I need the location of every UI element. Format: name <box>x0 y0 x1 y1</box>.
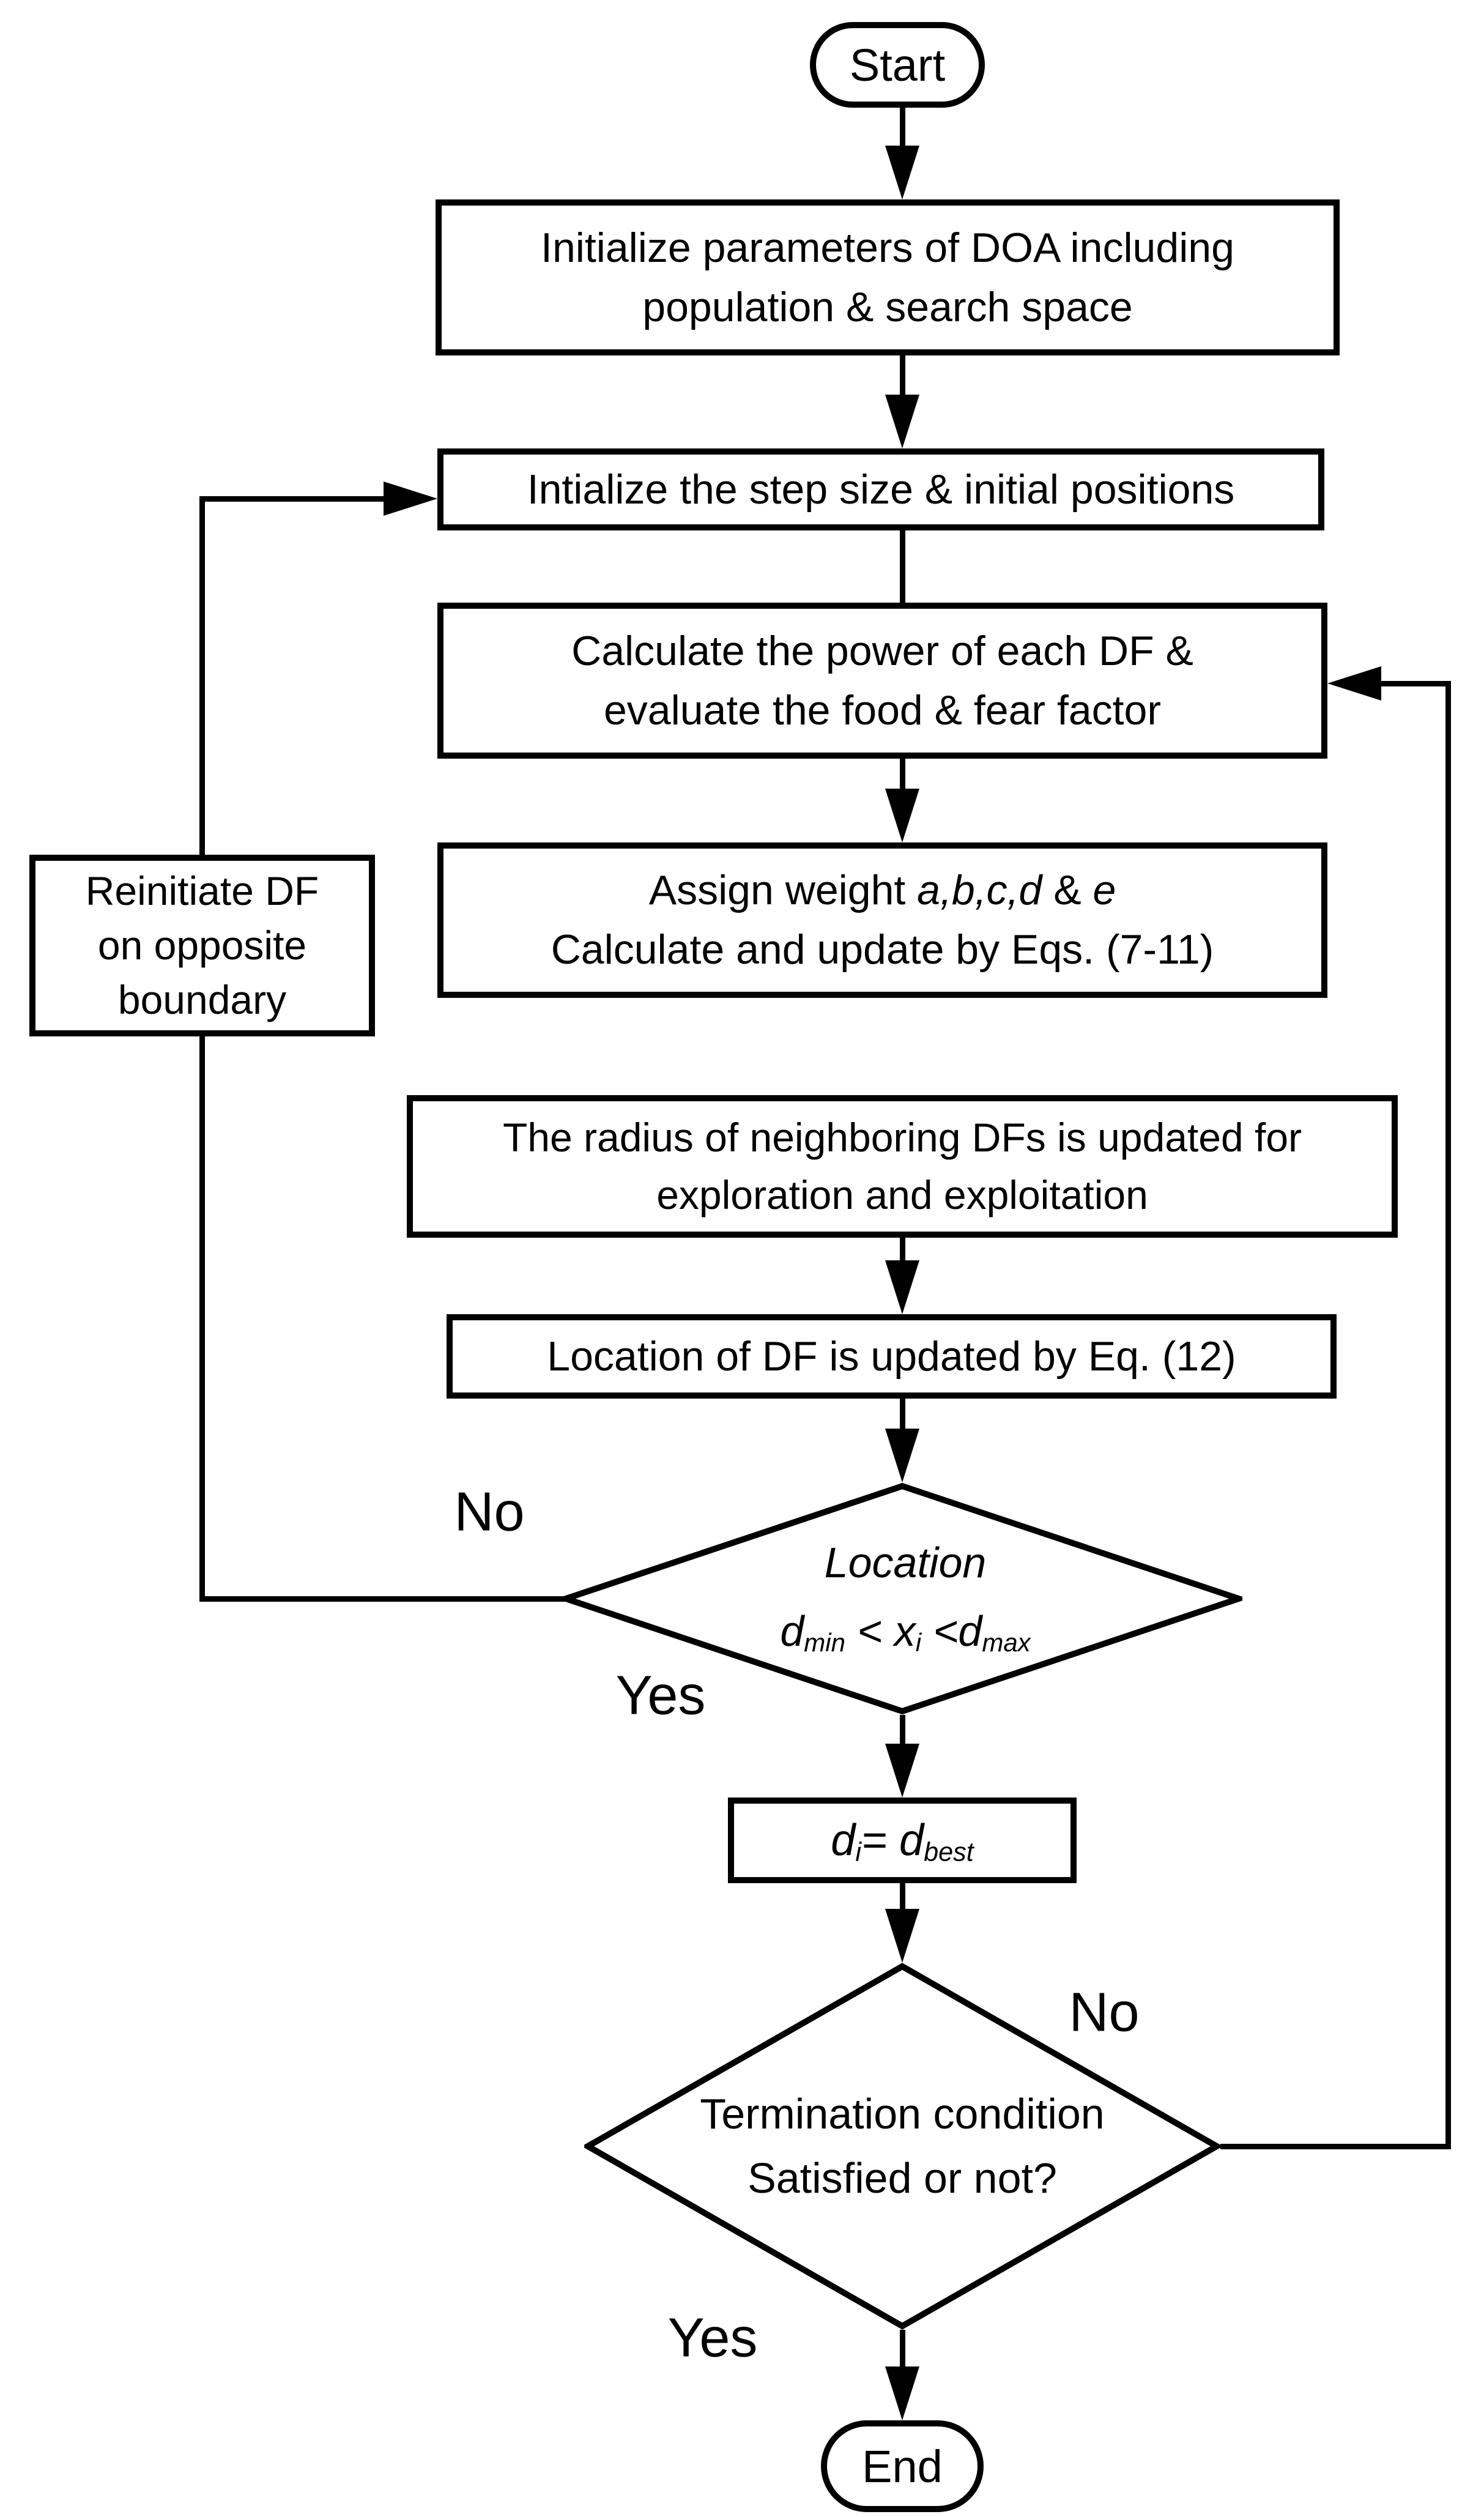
process-line: on opposite <box>97 922 307 968</box>
arrowhead-end-icon <box>885 2366 919 2420</box>
process-initialize-step-size: Intialize the step size & initial positi… <box>437 448 1324 530</box>
arrowhead-init-step-left-icon <box>384 481 437 516</box>
edge-boundary-no-vertical <box>199 496 205 1602</box>
end-node: End <box>821 2420 984 2512</box>
process-line: Calculate the power of each DF & <box>571 627 1193 674</box>
edge-location-check-yes <box>900 1715 905 1758</box>
assign-weight-var-e: e <box>1093 867 1116 914</box>
process-line: Initialize parameters of DOA including <box>541 224 1234 271</box>
decision-termination-text: Termination condition Satisfied or not? <box>645 2061 1159 2232</box>
label-boundary-no: No <box>454 1481 525 1543</box>
edge-start-to-init-params <box>900 108 905 157</box>
process-assign-weight: Assign weight a,b,c,d & e Calculate and … <box>437 842 1327 998</box>
start-node: Start <box>810 22 985 108</box>
edge-init-params-to-init-step <box>900 355 905 404</box>
label-boundary-yes: Yes <box>615 1665 706 1727</box>
decision-location-formula: dmin < xi <dmax <box>780 1607 1031 1657</box>
arrowhead-init-params-icon <box>885 146 919 199</box>
process-line: Assign weight a,b,c,d & e <box>649 861 1116 920</box>
edge-assign-best-to-termination <box>900 1883 905 1920</box>
process-line: population & search space <box>642 283 1133 330</box>
label-termination-no: No <box>1069 1982 1140 2043</box>
edge-termination-yes <box>900 2330 905 2379</box>
arrowhead-assign-best-icon <box>885 1744 919 1798</box>
assign-best-formula: di= dbest <box>831 1815 974 1867</box>
arrowhead-calc-power-right-icon <box>1327 666 1381 701</box>
process-reinitiate-df: Reinitiate DF on opposite boundary <box>29 855 375 1036</box>
arrowhead-init-step-icon <box>885 395 919 448</box>
assign-weight-amp: & <box>1042 867 1093 914</box>
edge-calc-power-to-assign-weight <box>900 759 905 801</box>
process-radius-update: The radius of neighboring DFs is updated… <box>407 1095 1398 1238</box>
arrowhead-location-update-icon <box>885 1260 919 1314</box>
process-location-update: Location of DF is updated by Eq. (12) <box>447 1314 1337 1399</box>
decision-location-text: Location dmin < xi <dmax <box>648 1517 1162 1676</box>
label-termination-yes: Yes <box>667 2307 758 2369</box>
process-line: boundary <box>117 977 287 1023</box>
edge-init-step-to-calc-power <box>900 530 905 603</box>
edge-location-update-to-location-check <box>900 1399 905 1441</box>
edge-boundary-no-horizontal <box>199 1596 566 1602</box>
process-line: Calculate and update by Eqs. (7-11) <box>551 926 1214 973</box>
decision-location-diamond <box>562 1482 1242 1715</box>
process-line: Location of DF is updated by Eq. (12) <box>547 1333 1236 1380</box>
arrowhead-location-check-icon <box>885 1429 919 1482</box>
edge-termination-no-vertical <box>1445 681 1451 2149</box>
decision-termination-line: Termination condition <box>700 2090 1105 2138</box>
assign-weight-vars: a,b,c,d <box>917 867 1042 914</box>
process-line: evaluate the food & fear factor <box>603 686 1162 734</box>
edge-radius-to-location-update <box>900 1238 905 1271</box>
process-line: exploration and exploitation <box>656 1172 1148 1218</box>
start-label: Start <box>849 39 946 91</box>
decision-termination-line: Satisfied or not? <box>748 2154 1057 2202</box>
end-label: End <box>862 2441 943 2492</box>
process-line: Intialize the step size & initial positi… <box>527 466 1235 513</box>
edge-termination-no-return <box>1381 681 1451 686</box>
arrowhead-termination-icon <box>885 1909 919 1963</box>
process-initialize-parameters: Initialize parameters of DOA including p… <box>436 199 1340 355</box>
decision-termination-diamond <box>584 1963 1220 2330</box>
edge-boundary-no-return <box>199 496 389 502</box>
edge-termination-no-horizontal <box>1220 2144 1451 2149</box>
process-assign-best: di= dbest <box>728 1798 1077 1883</box>
process-line: The radius of neighboring DFs is updated… <box>502 1114 1302 1160</box>
process-calculate-power: Calculate the power of each DF & evaluat… <box>437 603 1327 759</box>
arrowhead-assign-weight-icon <box>885 789 919 842</box>
decision-location-title: Location <box>824 1539 987 1586</box>
assign-weight-text: Assign weight <box>648 867 918 914</box>
process-line: Reinitiate DF <box>85 868 319 913</box>
